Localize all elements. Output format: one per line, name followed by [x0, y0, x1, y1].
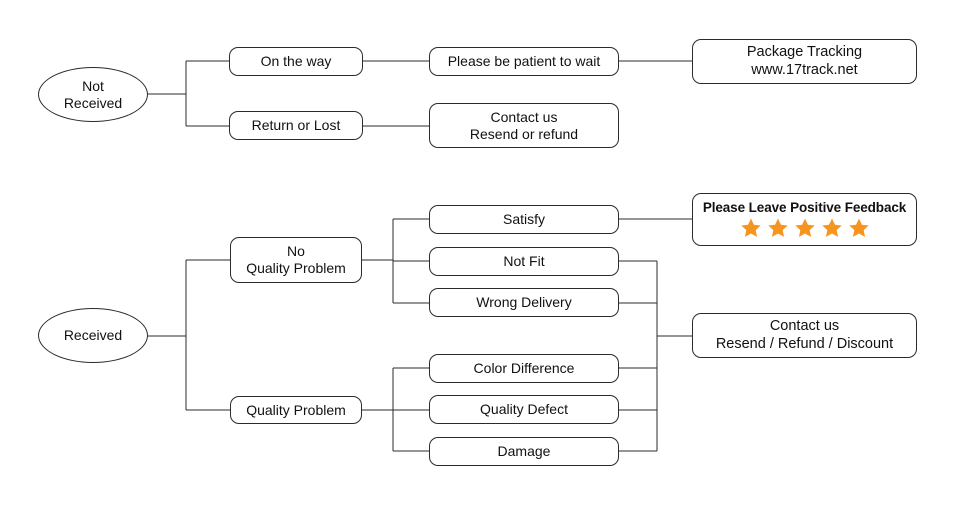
node-please-be-patient[interactable]: Please be patient to wait — [429, 47, 619, 76]
star-icon[interactable] — [848, 217, 870, 239]
node-damage-label: Damage — [497, 443, 551, 460]
node-quality-defect-label: Quality Defect — [480, 401, 568, 418]
node-contact-us-resolution-line2: Resend / Refund / Discount — [715, 335, 894, 352]
node-satisfy-label: Satisfy — [502, 211, 545, 228]
node-not-fit[interactable]: Not Fit — [429, 247, 619, 276]
node-not-received-line2: Received — [63, 94, 123, 111]
node-quality-problem-label: Quality Problem — [246, 401, 346, 418]
node-color-difference-label: Color Difference — [473, 360, 575, 377]
node-received-label: Received — [63, 327, 123, 344]
node-return-or-lost[interactable]: Return or Lost — [229, 111, 363, 140]
node-quality-problem[interactable]: Quality Problem — [230, 396, 362, 424]
node-positive-feedback-title: Please Leave Positive Feedback — [702, 199, 907, 215]
node-return-or-lost-label: Return or Lost — [251, 117, 341, 134]
node-color-difference[interactable]: Color Difference — [429, 354, 619, 383]
node-wrong-delivery[interactable]: Wrong Delivery — [429, 288, 619, 317]
node-quality-defect[interactable]: Quality Defect — [429, 395, 619, 424]
node-no-quality-problem[interactable]: No Quality Problem — [230, 237, 362, 283]
node-not-received[interactable]: Not Received — [38, 67, 148, 122]
node-package-tracking-url[interactable]: www.17track.net — [751, 61, 858, 78]
star-icon[interactable] — [821, 217, 843, 239]
node-on-the-way-label: On the way — [260, 53, 332, 70]
node-contact-us-resolution-line1: Contact us — [769, 318, 840, 335]
node-received[interactable]: Received — [38, 308, 148, 363]
node-wrong-delivery-label: Wrong Delivery — [476, 294, 572, 311]
node-package-tracking-line1: Package Tracking — [746, 44, 863, 61]
node-contact-us-resend-refund[interactable]: Contact us Resend or refund — [429, 103, 619, 148]
node-contact-us-resend-refund-line2: Resend or refund — [469, 125, 579, 142]
star-icon[interactable] — [740, 217, 762, 239]
node-contact-us-resolution[interactable]: Contact us Resend / Refund / Discount — [692, 313, 917, 358]
node-not-fit-label: Not Fit — [503, 253, 545, 270]
node-package-tracking[interactable]: Package Tracking www.17track.net — [692, 39, 917, 84]
node-no-quality-problem-line1: No — [287, 243, 305, 260]
node-contact-us-resend-refund-line1: Contact us — [490, 108, 558, 125]
node-positive-feedback[interactable]: Please Leave Positive Feedback — [692, 193, 917, 246]
star-icon[interactable] — [767, 217, 789, 239]
node-damage[interactable]: Damage — [429, 437, 619, 466]
node-not-received-line1: Not — [82, 77, 104, 94]
node-on-the-way[interactable]: On the way — [229, 47, 363, 76]
node-satisfy[interactable]: Satisfy — [429, 205, 619, 234]
node-no-quality-problem-line2: Quality Problem — [246, 260, 346, 276]
star-icon[interactable] — [794, 217, 816, 239]
node-please-be-patient-label: Please be patient to wait — [447, 53, 601, 70]
star-rating[interactable] — [740, 217, 870, 239]
